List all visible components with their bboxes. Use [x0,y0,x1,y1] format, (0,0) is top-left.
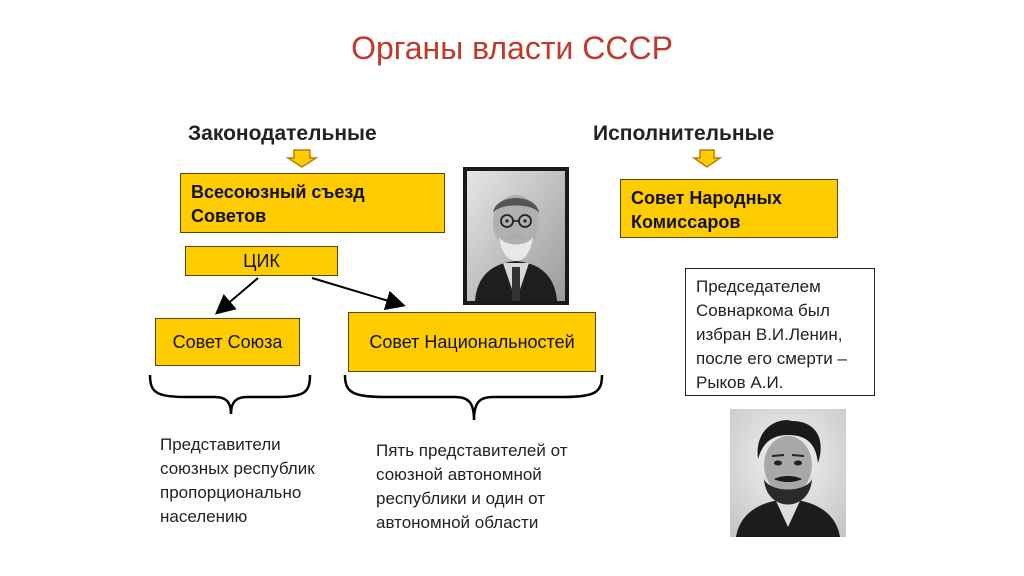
cik-box: ЦИК [185,246,338,276]
arrow-to-nationalities-council [311,277,406,310]
portrait-kalinin [463,167,569,305]
portrait-rykov [730,409,846,537]
brace-nationalities [343,374,604,421]
union-reps-text: Представители союзных республик пропорци… [160,435,315,526]
brace-union [148,374,312,415]
heading-legislative: Законодательные [188,122,377,145]
arrow-to-union-council [214,277,259,315]
congress-box: Всесоюзный съезд Советов [180,173,445,233]
chair-note: Председателем Совнаркома был избран В.И.… [685,268,875,396]
heading-executive: Исполнительные [593,122,775,145]
page-title: Органы власти СССР [351,30,673,66]
sovnarkom-box: Совет Народных Комиссаров [620,179,838,238]
down-arrow-icon [285,149,319,168]
nationalities-reps-text: Пять представителей от союзной автономно… [376,441,568,532]
down-arrow-icon [691,149,723,168]
union-council-box: Совет Союза [155,318,300,366]
nationalities-council-box: Совет Национальностей [348,312,596,372]
